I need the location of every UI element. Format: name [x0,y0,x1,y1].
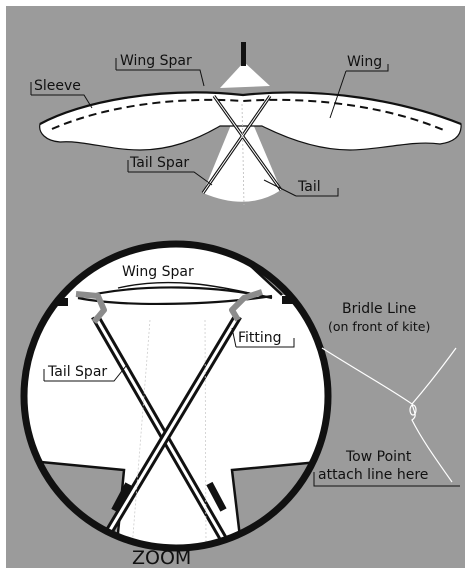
label-tail-spar-zoom: Tail Spar [47,364,107,380]
label-wing-spar-zoom: Wing Spar [122,264,194,280]
label-bridle-line: Bridle Line [342,301,416,317]
label-tail: Tail [297,179,321,195]
nose-post [241,42,246,66]
label-sleeve: Sleeve [34,78,81,94]
label-wing-spar-top: Wing Spar [120,53,192,69]
label-bridle-note: (on front of kite) [328,319,430,334]
label-tail-spar-top: Tail Spar [129,155,189,171]
label-attach: attach line here [318,467,428,483]
label-wing-top: Wing [347,54,382,70]
label-zoom: ZOOM [132,547,191,569]
label-tow-point: Tow Point [345,449,412,465]
label-fitting: Fitting [238,330,282,346]
